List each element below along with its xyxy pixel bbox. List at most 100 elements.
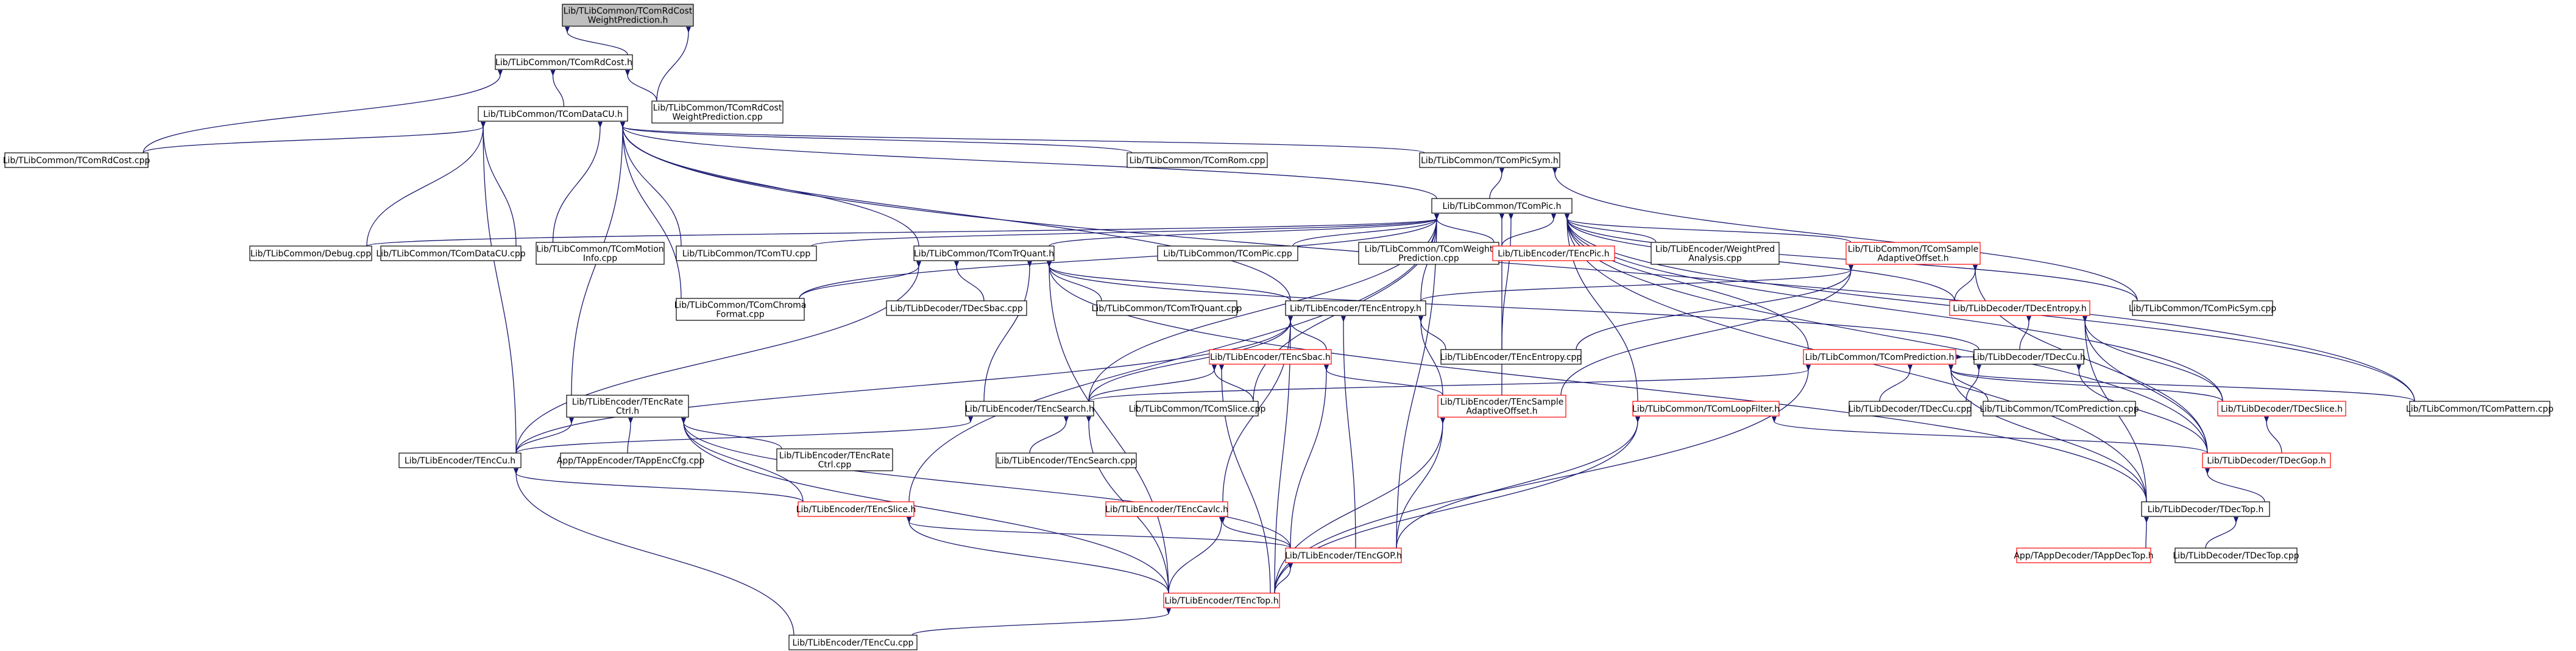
file-node-lib-tlibdecoder-tdecgop-h[interactable]: Lib/TLibDecoder/TDecGop.h (2202, 452, 2331, 468)
file-node-label: Lib/TLibDecoder/TDecTop.cpp (2173, 551, 2299, 561)
file-node-label: Lib/TLibEncoder/TEncRate (779, 451, 890, 461)
file-node-lib-tlibdecoder-tdecentropy-h[interactable]: Lib/TLibDecoder/TDecEntropy.h (1949, 300, 2090, 316)
file-node-label: AdaptiveOffset.h (1877, 254, 1948, 264)
include-edge-n31-n45 (1396, 417, 1446, 549)
file-node-lib-tlibcommon-debug-cpp[interactable]: Lib/TLibCommon/Debug.cpp (249, 245, 372, 261)
include-edge-n28-n39 (681, 417, 782, 449)
file-node-app-tappdecoder-tappdectop-h[interactable]: App/TAppDecoder/TAppDecTop.h (2014, 547, 2154, 563)
file-node-label: Lib/TLibEncoder/TEncSbac.h (1210, 353, 1331, 362)
file-node-lib-tlibcommon-tcomdatacu-cpp[interactable]: Lib/TLibCommon/TComDataCU.cpp (376, 245, 526, 261)
include-edge-n26-n34 (1948, 364, 1989, 402)
file-node-label: App/TAppDecoder/TAppDecTop.h (2014, 551, 2153, 561)
file-node-lib-tlibencoder-tencslice-h[interactable]: Lib/TLibEncoder/TEncSlice.h (796, 501, 916, 517)
file-node-label: Lib/TLibCommon/TComDataCU.cpp (376, 249, 525, 259)
include-edge-n26-n36 (1948, 364, 2415, 402)
file-node-lib-tlibcommon-tcomsample-adaptiveoffset-h[interactable]: Lib/TLibCommon/TComSampleAdaptiveOffset.… (1845, 242, 1981, 265)
include-edge-n2-n10 (552, 121, 603, 243)
file-node-lib-tlibencoder-tenccavlc-h[interactable]: Lib/TLibEncoder/TEncCavlc.h (1105, 501, 1228, 517)
file-node-lib-tlibencoder-tencsbac-h[interactable]: Lib/TLibEncoder/TEncSbac.h (1209, 349, 1332, 365)
include-edge-n12-n48 (1046, 261, 1169, 594)
include-edge-n2-n5 (620, 121, 1133, 153)
file-node-label: Lib/TLibDecoder/TDecSlice.h (2221, 404, 2343, 414)
file-node-box (380, 245, 522, 261)
include-edge-n7-n16 (1564, 213, 1657, 243)
file-node-lib-tlibdecoder-tdectop-h[interactable]: Lib/TLibDecoder/TDecTop.h (2141, 501, 2270, 517)
file-node-lib-tlibcommon-tcompicsym-h[interactable]: Lib/TLibCommon/TComPicSym.h (1419, 152, 1560, 168)
file-node-lib-tlibdecoder-tdectop-cpp[interactable]: Lib/TLibDecoder/TDecTop.cpp (2173, 547, 2299, 563)
file-node-lib-tlibencoder-tenccu-h[interactable]: Lib/TLibEncoder/TEncCu.h (398, 452, 522, 468)
file-node-lib-tlibcommon-tcomloopfilter-h[interactable]: Lib/TLibCommon/TComLoopFilter.h (1632, 401, 1780, 417)
file-node-lib-tlibencoder-tenctop-h[interactable]: Lib/TLibEncoder/TEncTop.h (1163, 593, 1280, 608)
file-node-lib-tlibencoder-tencsearch-cpp[interactable]: Lib/TLibEncoder/TEncSearch.cpp (996, 452, 1137, 468)
file-node-lib-tlibcommon-tcompattern-cpp[interactable]: Lib/TLibCommon/TComPattern.cpp (2406, 401, 2553, 417)
file-node-app-tappencoder-tappenccfg-cpp[interactable]: App/TAppEncoder/TAppEncCfg.cpp (557, 452, 705, 468)
file-node-box (1651, 242, 1780, 265)
file-node-lib-tlibencoder-tencsample-adaptiveoffset-h[interactable]: Lib/TLibEncoder/TEncSampleAdaptiveOffset… (1437, 395, 1566, 418)
file-node-lib-tlibencoder-tencsearch-h[interactable]: Lib/TLibEncoder/TEncSearch.h (965, 401, 1094, 417)
file-node-label: Lib/TLibCommon/TComMotion (536, 245, 663, 255)
file-node-lib-tlibdecoder-tdecsbac-cpp[interactable]: Lib/TLibDecoder/TDecSbac.cpp (886, 300, 1027, 316)
file-node-lib-tlibencoder-tenccu-cpp[interactable]: Lib/TLibEncoder/TEncCu.cpp (788, 635, 918, 650)
file-node-box (1983, 401, 2136, 417)
include-edge-n17-n31 (1560, 264, 1854, 396)
file-node-lib-tlibcommon-tcompicsym-cpp[interactable]: Lib/TLibCommon/TComPicSym.cpp (2129, 300, 2276, 316)
include-edge-n6-n7 (1489, 167, 1505, 199)
file-node-label: Lib/TLibDecoder/TDecCu.h (1972, 353, 2086, 362)
file-node-lib-tlibcommon-tcomprediction-cpp[interactable]: Lib/TLibCommon/TComPrediction.cpp (1980, 401, 2139, 417)
file-node-lib-tlibcommon-tcomtrquant-cpp[interactable]: Lib/TLibCommon/TComTrQuant.cpp (1092, 300, 1242, 316)
file-node-lib-tlibdecoder-tdeccu-cpp[interactable]: Lib/TLibDecoder/TDecCu.cpp (1849, 401, 1972, 417)
file-node-box (1096, 300, 1237, 316)
include-edge-n7-n42 (908, 213, 1440, 502)
file-node-lib-tlibcommon-tcomdatacu-h[interactable]: Lib/TLibCommon/TComDataCU.h (478, 106, 628, 122)
file-node-label: Lib/TLibCommon/TComSample (1848, 245, 1978, 255)
file-node-box (1285, 547, 1402, 563)
file-node-label: Info.cpp (583, 254, 617, 264)
file-node-lib-tlibcommon-tcomrom-cpp[interactable]: Lib/TLibCommon/TComRom.cpp (1127, 152, 1268, 168)
file-node-lib-tlibencoder-tencentropy-cpp[interactable]: Lib/TLibEncoder/TEncEntropy.cpp (1440, 349, 1582, 365)
include-edge-n24-n29 (1088, 364, 1217, 402)
include-edge-n32-n45 (1396, 416, 1641, 549)
file-node-label: Lib/TLibDecoder/TDecSbac.cpp (890, 304, 1023, 314)
include-edge-n21-n25 (1418, 315, 1446, 350)
include-edge-n17-n22 (1954, 264, 1978, 301)
include-edge-n6-n23 (1552, 167, 2138, 301)
file-node-lib-tlibcommon-tcomrdcost-weightprediction-cpp[interactable]: Lib/TLibCommon/TComRdCostWeightPredictio… (651, 100, 784, 124)
file-node-lib-tlibencoder-tencpic-h[interactable]: Lib/TLibEncoder/TEncPic.h (1492, 245, 1615, 261)
file-node-lib-tlibcommon-tcomtu-cpp[interactable]: Lib/TLibCommon/TComTU.cpp (676, 245, 817, 261)
file-node-lib-tlibcommon-tcomslice-cpp[interactable]: Lib/TLibCommon/TComSlice.cpp (1129, 401, 1266, 417)
file-node-box (562, 4, 694, 27)
file-node-lib-tlibdecoder-tdeccu-h[interactable]: Lib/TLibDecoder/TDecCu.h (1972, 349, 2086, 365)
file-node-lib-tlibencoder-tencgop-h[interactable]: Lib/TLibEncoder/TEncGOP.h (1285, 547, 1402, 563)
include-edge-n29-n40 (1029, 416, 1069, 454)
file-node-lib-tlibcommon-tcomrdcost-weightprediction-h[interactable]: Lib/TLibCommon/TComRdCostWeightPredictio… (562, 4, 694, 27)
file-node-box (1136, 401, 1259, 417)
file-node-lib-tlibcommon-tcomtrquant-h[interactable]: Lib/TLibCommon/TComTrQuant.h (913, 245, 1055, 261)
file-node-lib-tlibcommon-tcomprediction-h[interactable]: Lib/TLibCommon/TComPrediction.h (1803, 349, 1956, 365)
file-node-label: AdaptiveOffset.h (1466, 407, 1537, 417)
file-node-lib-tlibencoder-tencentropy-h[interactable]: Lib/TLibEncoder/TEncEntropy.h (1285, 300, 1426, 316)
file-node-lib-tlibcommon-tcomrdcost-cpp[interactable]: Lib/TLibCommon/TComRdCost.cpp (3, 152, 150, 168)
include-edge-n1-n3 (625, 69, 657, 102)
file-node-lib-tlibdecoder-tdecslice-h[interactable]: Lib/TLibDecoder/TDecSlice.h (2217, 401, 2346, 417)
file-node-box (2174, 547, 2298, 563)
include-edge-n37-n42 (513, 468, 804, 502)
file-node-label: Lib/TLibCommon/TComRdCost (653, 104, 782, 113)
file-node-lib-tlibcommon-tcomrdcost-h[interactable]: Lib/TLibCommon/TComRdCost.h (495, 54, 633, 70)
include-edge-n31-n48 (1274, 417, 1446, 594)
file-node-label: Lib/TLibEncoder/TEncEntropy.cpp (1440, 353, 1582, 362)
include-edge-n37-n49 (513, 468, 794, 636)
file-node-lib-tlibcommon-tcompic-cpp[interactable]: Lib/TLibCommon/TComPic.cpp (1157, 245, 1298, 261)
include-edge-n12-n20 (1046, 261, 1102, 301)
file-node-label: Format.cpp (716, 310, 764, 320)
file-node-label: Lib/TLibCommon/TComRdCost.h (495, 58, 632, 68)
file-node-box (4, 152, 149, 168)
file-node-lib-tlibcommon-tcompic-h[interactable]: Lib/TLibCommon/TComPic.h (1431, 198, 1573, 214)
file-node-label: Lib/TLibDecoder/TDecGop.h (2207, 456, 2326, 466)
